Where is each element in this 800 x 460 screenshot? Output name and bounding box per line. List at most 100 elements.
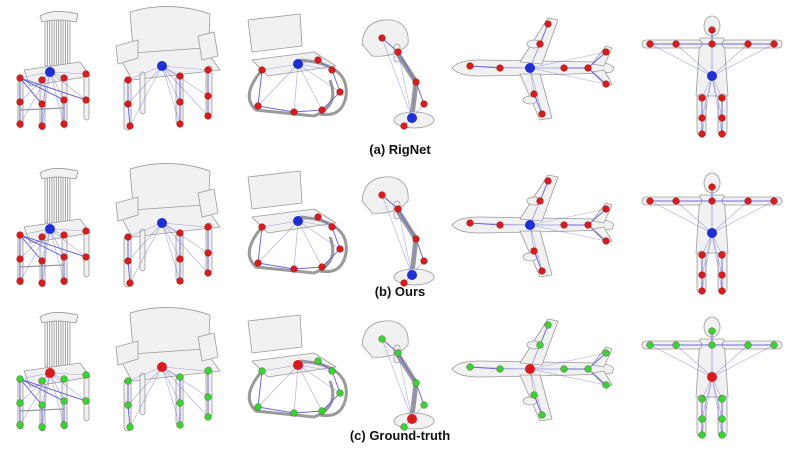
joint-marker	[60, 253, 68, 261]
skeleton-chair-spindle	[16, 67, 90, 130]
joint-marker	[16, 231, 24, 239]
joint-marker	[718, 415, 726, 423]
bone-line	[397, 51, 417, 83]
joint-marker	[124, 401, 132, 409]
bone-line	[321, 248, 341, 268]
bone-line	[161, 366, 209, 398]
bone-line	[297, 364, 341, 394]
bone-line	[675, 200, 713, 234]
model-chair-spindle	[16, 11, 91, 131]
bone-line	[127, 222, 163, 262]
skeleton-humanoid	[646, 26, 778, 138]
bone-line	[411, 238, 417, 276]
bone-line	[397, 208, 417, 240]
joint-marker	[336, 389, 344, 397]
bone-line	[41, 372, 51, 428]
skeleton-desk-lamp	[378, 34, 428, 130]
joint-marker	[16, 255, 24, 263]
row-gt-models	[16, 307, 783, 439]
joint-marker	[584, 64, 592, 72]
bone-line	[539, 23, 549, 45]
bone-line	[321, 91, 341, 111]
model-chair-spindle	[16, 312, 91, 432]
joint-marker	[672, 40, 680, 48]
model-humanoid	[641, 15, 783, 138]
joint-marker	[176, 399, 184, 407]
bone-line	[297, 63, 341, 93]
bone-line	[701, 75, 713, 119]
joint-marker	[38, 233, 46, 241]
joint-marker	[124, 100, 132, 108]
joint-marker	[412, 78, 420, 86]
spindle	[58, 176, 62, 224]
joint-marker	[328, 367, 336, 375]
joint-marker	[38, 257, 46, 265]
arm-left	[115, 340, 139, 366]
joint-marker	[258, 223, 266, 231]
joint-marker	[718, 431, 726, 439]
root-joint-marker	[45, 67, 55, 77]
bone-line	[19, 77, 87, 101]
joint-marker	[82, 96, 90, 104]
bone-line	[161, 65, 209, 117]
joint-marker	[16, 277, 24, 285]
joint-marker	[176, 120, 184, 128]
bone-line	[587, 51, 607, 69]
joint-marker	[394, 205, 402, 213]
joint-marker	[420, 100, 428, 108]
bone-line	[297, 364, 333, 372]
leg-back-right	[205, 65, 213, 117]
bone-line	[127, 404, 131, 428]
bone-line	[257, 63, 299, 107]
wing-lower	[519, 73, 553, 121]
joint-marker	[536, 40, 544, 48]
joint-marker	[530, 247, 538, 255]
joint-marker	[698, 271, 706, 279]
joint-marker	[204, 367, 212, 375]
joint-marker	[314, 213, 322, 221]
joint-marker	[38, 122, 46, 130]
bone-line	[331, 69, 341, 93]
row-rignet	[0, 0, 800, 150]
spindle	[53, 176, 57, 224]
joint-marker	[60, 74, 68, 82]
bone-line	[711, 344, 749, 378]
bone-line	[297, 364, 323, 412]
bone-line	[127, 366, 163, 406]
bone-line	[161, 65, 209, 71]
backrest	[247, 13, 303, 53]
root-joint-marker	[407, 270, 417, 280]
joint-marker	[698, 130, 706, 138]
wing-lower	[519, 230, 553, 278]
joint-marker	[126, 423, 134, 431]
top-rail	[39, 11, 79, 23]
bone-line	[297, 63, 323, 111]
joint-marker	[336, 88, 344, 96]
bone-line	[49, 228, 87, 232]
model-airplane	[451, 174, 615, 278]
bone-line	[161, 222, 181, 282]
backrest	[247, 314, 303, 354]
spindle	[53, 320, 57, 368]
root-joint-marker	[157, 218, 167, 228]
joint-marker	[176, 255, 184, 263]
bone-line	[297, 220, 323, 268]
backrest	[247, 170, 303, 210]
joint-marker	[290, 265, 298, 273]
joint-marker	[602, 349, 610, 357]
joint-marker	[38, 279, 46, 287]
bone-line	[49, 228, 87, 258]
skeleton-cantilever-chair	[254, 357, 344, 417]
spindle	[44, 320, 48, 368]
bone-line	[381, 338, 413, 420]
joint-marker	[204, 223, 212, 231]
bone-line	[127, 65, 163, 105]
bone-line	[49, 228, 65, 282]
bone-line	[587, 352, 607, 370]
bone-line	[41, 228, 51, 284]
root-joint-marker	[707, 372, 717, 382]
root-joint-marker	[525, 364, 535, 374]
joint-marker	[38, 423, 46, 431]
bone-line	[261, 364, 299, 372]
